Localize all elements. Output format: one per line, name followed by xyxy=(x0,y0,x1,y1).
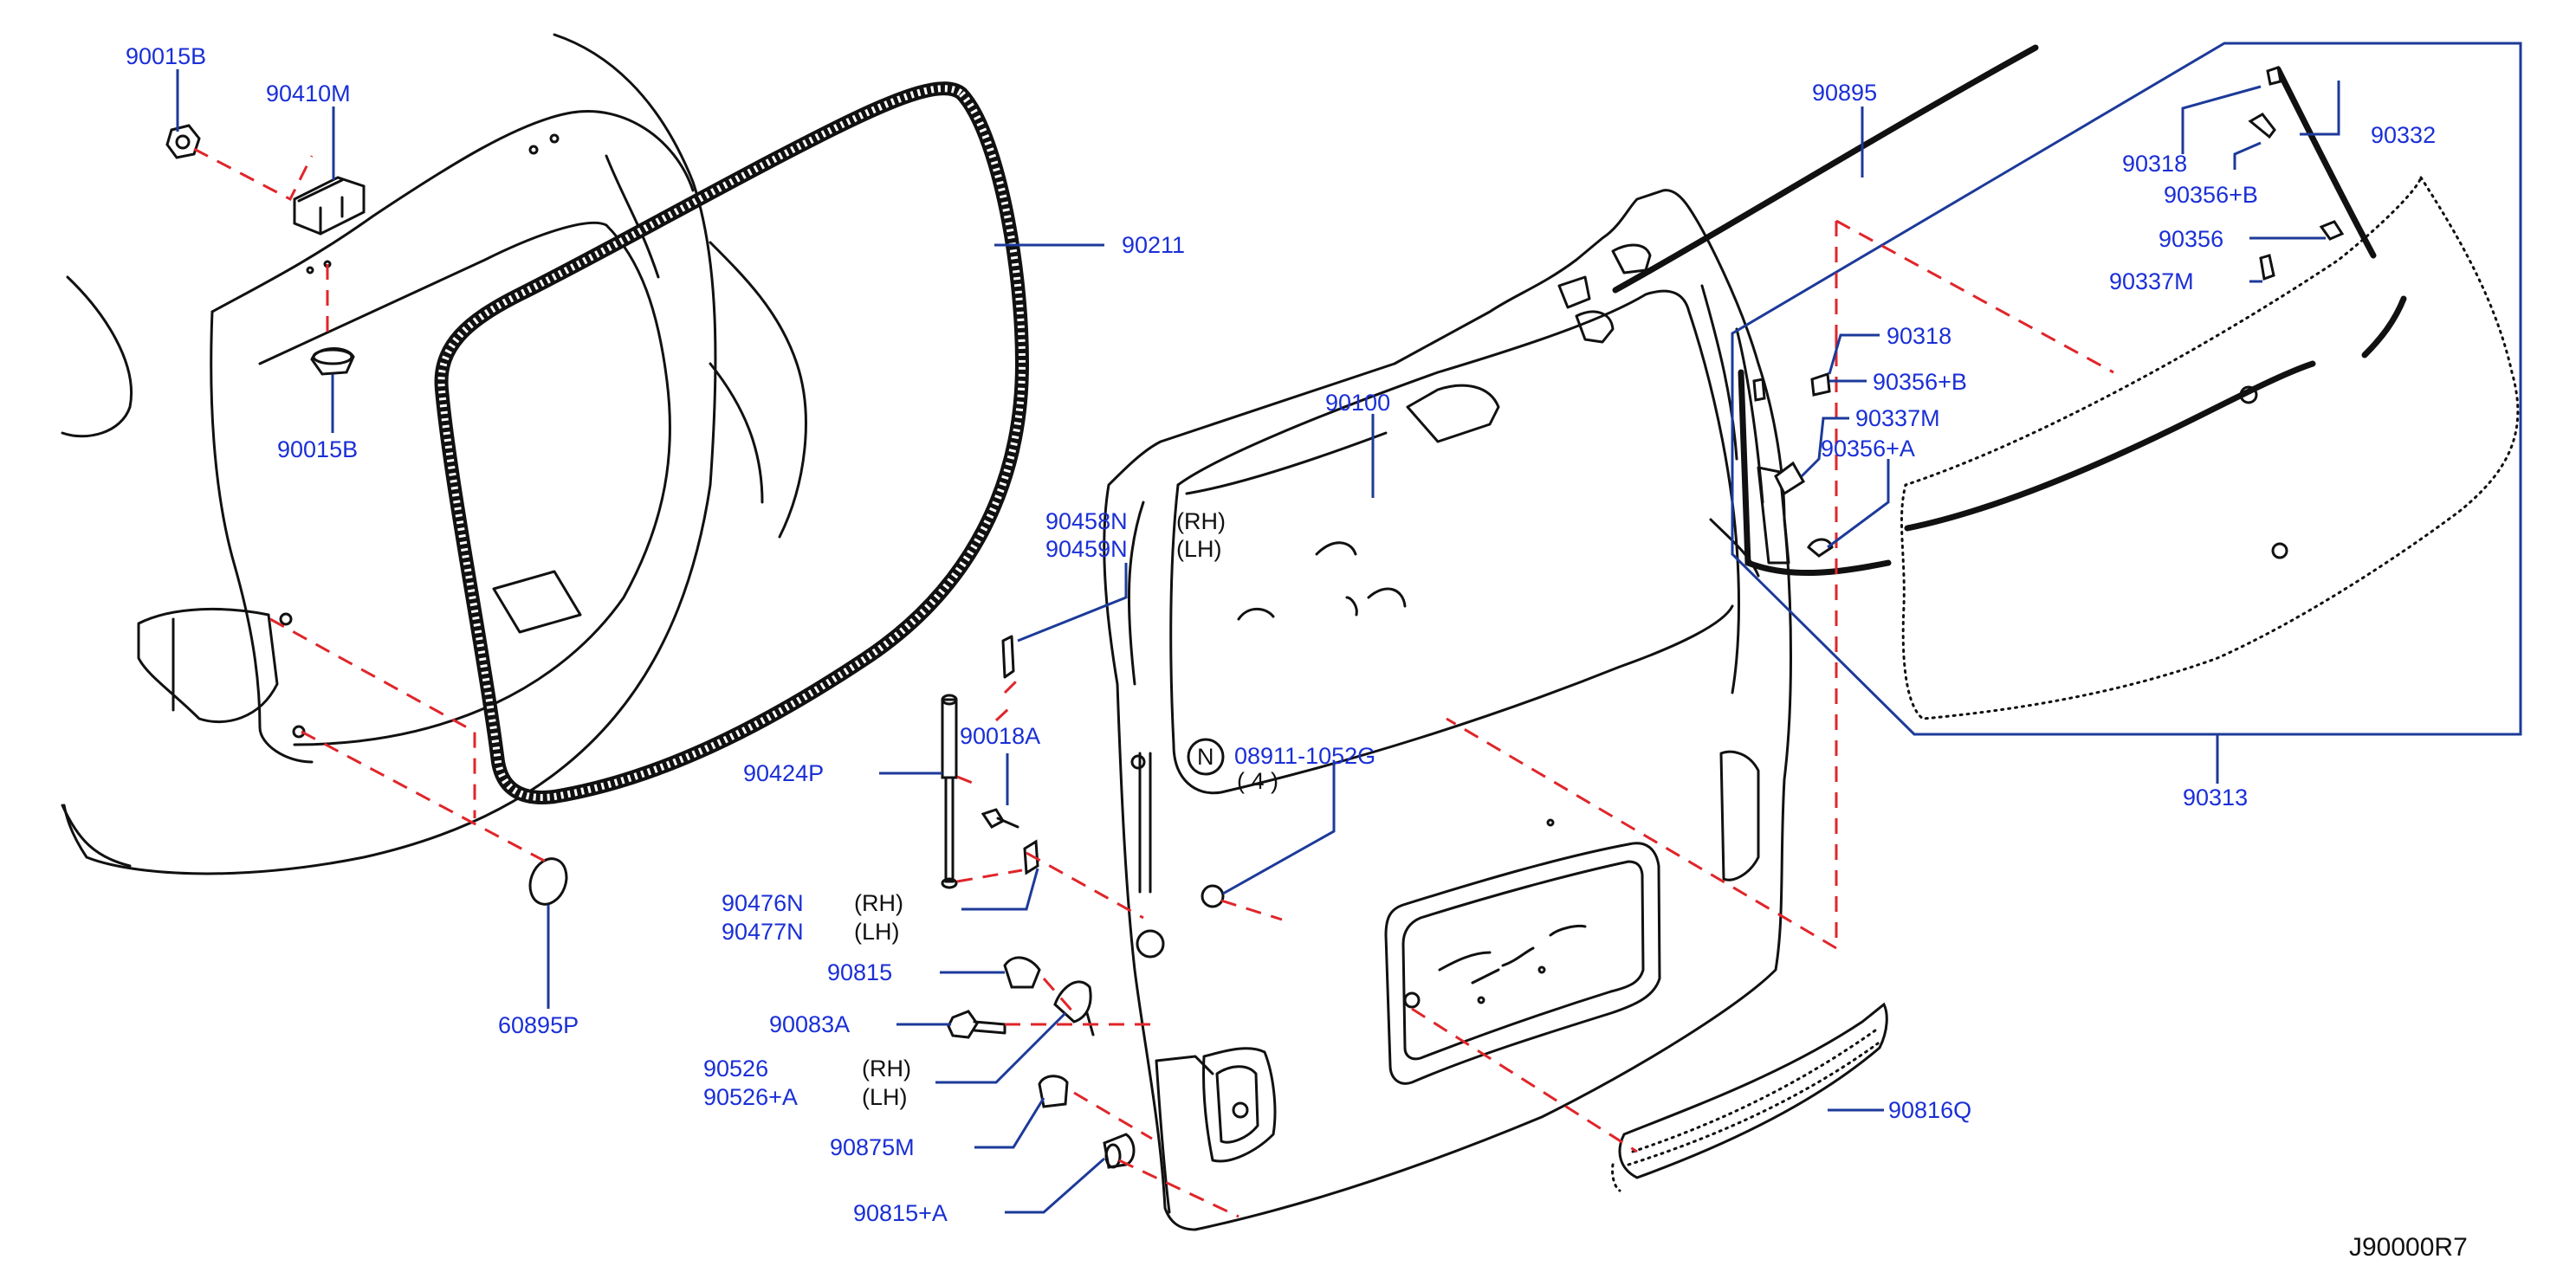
label-90318-top: 90318 xyxy=(2122,151,2187,177)
stay-90424p xyxy=(941,694,958,889)
grommet-60895p xyxy=(528,857,568,906)
hinge-90476n xyxy=(1023,839,1039,875)
label-90477n: 90477N xyxy=(722,919,804,945)
label-08911-1052g: 08911-1052G xyxy=(1234,743,1375,769)
glass-group-outline xyxy=(1731,42,2522,736)
weatherstrip-seal xyxy=(434,81,1029,804)
note-lh-90459n: (LH) xyxy=(1176,536,1222,562)
label-90424p: 90424P xyxy=(743,760,824,786)
label-90337m-mid: 90337M xyxy=(1855,405,1940,431)
label-90458n: 90458N xyxy=(1045,508,1128,534)
leader-lines xyxy=(176,69,2340,1214)
label-90816q: 90816Q xyxy=(1888,1097,1971,1123)
label-90875m: 90875M xyxy=(830,1134,915,1160)
body-opening xyxy=(61,33,807,875)
label-90018a: 90018A xyxy=(960,723,1040,749)
label-90356a: 90356+A xyxy=(1821,436,1915,462)
label-90356b-top: 90356+B xyxy=(2164,182,2258,208)
lock-90526 xyxy=(1053,980,1095,1036)
note-rh-90458n: (RH) xyxy=(1176,508,1226,534)
label-90015b-bottom: 90015B xyxy=(277,436,358,462)
note-lh-90526a: (LH) xyxy=(862,1084,908,1110)
label-90083a: 90083A xyxy=(769,1011,850,1037)
back-door-panel xyxy=(1103,189,1792,1231)
nut-90015b-top xyxy=(165,124,201,159)
part-labels: 90015B 90410M 90015B 90211 60895P 90100 … xyxy=(126,43,2468,1262)
label-90337m-top: 90337M xyxy=(2109,268,2194,294)
stopper-90815a xyxy=(1103,1133,1136,1169)
hinge-90458n xyxy=(1001,635,1015,679)
finisher-90816q xyxy=(1611,1002,1888,1192)
bolt-90083a xyxy=(947,1010,1006,1039)
bolt-90018a xyxy=(981,808,1019,829)
note-rh-90526: (RH) xyxy=(862,1056,911,1082)
label-90410m: 90410M xyxy=(266,81,351,107)
label-90526: 90526 xyxy=(703,1056,768,1082)
label-90015b-top: 90015B xyxy=(126,43,206,69)
label-90459n: 90459N xyxy=(1045,536,1128,562)
label-90526a: 90526+A xyxy=(703,1084,798,1110)
label-60895p: 60895P xyxy=(498,1012,579,1038)
n-symbol: N xyxy=(1197,744,1214,770)
label-90356: 90356 xyxy=(2159,226,2223,252)
diagram-code: J90000R7 xyxy=(2349,1233,2468,1262)
assembly-lines xyxy=(193,147,2114,1218)
label-90356b-mid: 90356+B xyxy=(1873,369,1967,395)
label-90100: 90100 xyxy=(1325,390,1390,416)
note-lh-90477n: (LH) xyxy=(854,919,900,945)
label-90895: 90895 xyxy=(1812,80,1877,106)
label-08911-qty: ( 4 ) xyxy=(1237,768,1278,794)
label-90476n: 90476N xyxy=(722,890,804,916)
label-90211: 90211 xyxy=(1122,232,1185,258)
clip-90015b-bottom xyxy=(310,347,355,376)
back-window-glass xyxy=(1612,44,2520,720)
label-90318-mid: 90318 xyxy=(1887,323,1951,349)
clip-90875m xyxy=(1038,1075,1069,1108)
label-90332: 90332 xyxy=(2371,122,2436,148)
label-90815a: 90815+A xyxy=(853,1200,948,1226)
label-90815: 90815 xyxy=(827,959,892,985)
n-symbol-circle xyxy=(1187,738,1225,776)
label-90313: 90313 xyxy=(2183,785,2248,810)
note-rh-90476n: (RH) xyxy=(854,890,903,916)
latch-90410m xyxy=(293,176,366,274)
bumper-90815 xyxy=(1003,956,1041,989)
